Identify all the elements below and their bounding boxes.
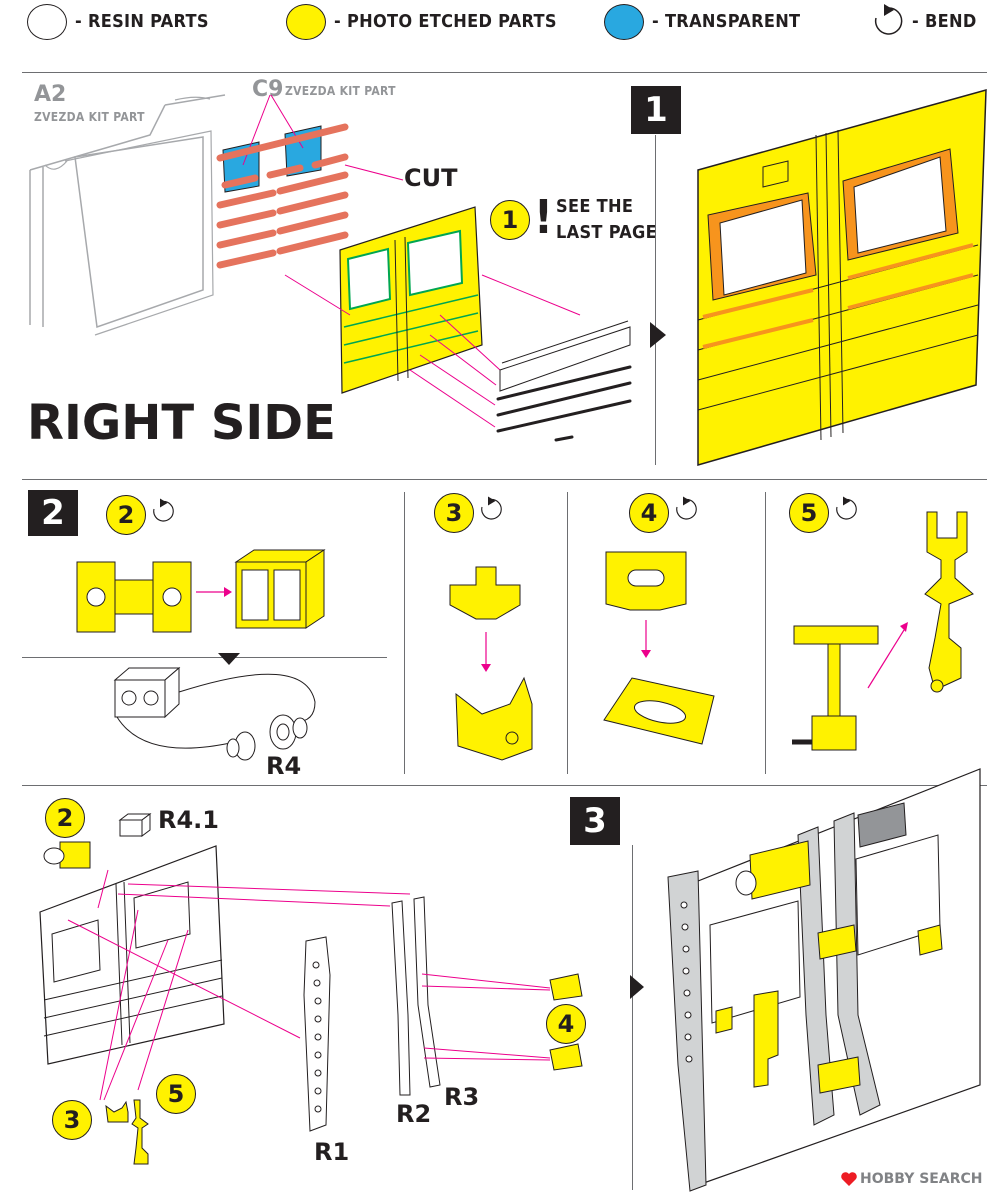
part-4-flat (605, 551, 687, 611)
bottom-sub2-number-circle: 2 (45, 798, 85, 838)
watermark-logo-icon (841, 1172, 857, 1186)
bend-icon (153, 498, 174, 522)
sub2-number-circle: 2 (106, 495, 146, 535)
watermark: HOBBY SEARCH (860, 1171, 983, 1187)
part-5-flat (792, 625, 879, 751)
transparent-swatch (604, 4, 644, 40)
bend-icon (836, 496, 857, 520)
note-number-circle: 1 (490, 200, 530, 240)
note-line2: LAST PAGE (556, 222, 657, 243)
kit-hull-outline (29, 94, 226, 336)
divider-sub4 (567, 492, 568, 774)
resin-block-r4 (113, 666, 316, 761)
kit-part-c9-text: ZVEZDA KIT PART (285, 84, 396, 98)
kit-part-c9-code: C9 (252, 77, 284, 102)
resin-block-r41 (118, 813, 152, 837)
exclamation-icon: ! (534, 190, 553, 244)
legend-bend: - BEND (912, 11, 977, 32)
part-3-folded (455, 676, 533, 761)
note-line1: SEE THE (556, 196, 634, 217)
bottom-sub3-number-circle: 3 (52, 1100, 92, 1140)
cut-strips (216, 123, 404, 269)
bracket-box (234, 549, 326, 629)
part-3-flat (449, 566, 521, 620)
bracket-flat (76, 561, 192, 633)
sub5-number-circle: 5 (789, 493, 829, 533)
kit-part-a2-code: A2 (34, 82, 67, 107)
legend-photo-etched: - PHOTO ETCHED PARTS (334, 11, 557, 32)
arrow-step1 (650, 322, 666, 348)
bottom-part-3 (105, 1100, 129, 1123)
arrow-part5 (867, 622, 908, 689)
resin-swatch (27, 4, 67, 40)
kit-part-a2-text: ZVEZDA KIT PART (34, 110, 145, 124)
divider-vertical-step1 (655, 135, 656, 465)
assembled-panel (667, 768, 981, 1192)
sub3-number-circle: 3 (434, 493, 474, 533)
divider-middle-top (22, 479, 987, 480)
part-r3-label: R3 (444, 1083, 480, 1111)
arrow-down-icon (218, 653, 240, 665)
section-title: RIGHT SIDE (27, 395, 336, 451)
divider-sub5 (765, 492, 766, 774)
arrow-part3 (481, 632, 491, 672)
step-3-badge: 3 (570, 797, 620, 845)
divider-sub3 (404, 492, 405, 774)
part-r4-label: R4 (266, 752, 302, 780)
legend-transparent: - TRANSPARENT (652, 11, 801, 32)
bottom-bracket-block (43, 841, 91, 869)
photo-etched-swatch (286, 4, 326, 40)
arrow-step3 (630, 975, 644, 999)
part-r2-r3 (391, 896, 441, 1096)
bend-icon (481, 496, 502, 520)
bottom-sub4-number-circle: 4 (546, 1004, 586, 1044)
cut-label: CUT (404, 164, 458, 192)
large-side-panel (697, 89, 987, 466)
bottom-part-5 (131, 1099, 149, 1165)
divider-middle-left (22, 657, 387, 658)
step-1-badge: 1 (631, 86, 681, 134)
bottom-part-4-leaders (421, 973, 583, 1071)
part-r1 (303, 936, 331, 1132)
step-2-badge: 2 (28, 490, 78, 536)
bottom-side-panel (39, 845, 411, 1101)
bend-icon (874, 4, 903, 35)
bend-icon (676, 496, 697, 520)
arrow-part4 (641, 620, 651, 658)
small-side-panel (284, 206, 632, 442)
legend-resin: - RESIN PARTS (75, 11, 209, 32)
bottom-sub5-number-circle: 5 (156, 1074, 196, 1114)
part-4-folded (603, 677, 715, 745)
sub4-number-circle: 4 (629, 493, 669, 533)
part-r41-label: R4.1 (158, 806, 219, 834)
divider-vertical-step3 (632, 845, 633, 1190)
divider-top (22, 72, 987, 73)
arrow-bracket (196, 587, 232, 597)
part-r1-label: R1 (314, 1138, 350, 1166)
part-5-folded (924, 511, 974, 693)
part-r2-label: R2 (396, 1100, 432, 1128)
divider-bottom-top (22, 785, 987, 786)
